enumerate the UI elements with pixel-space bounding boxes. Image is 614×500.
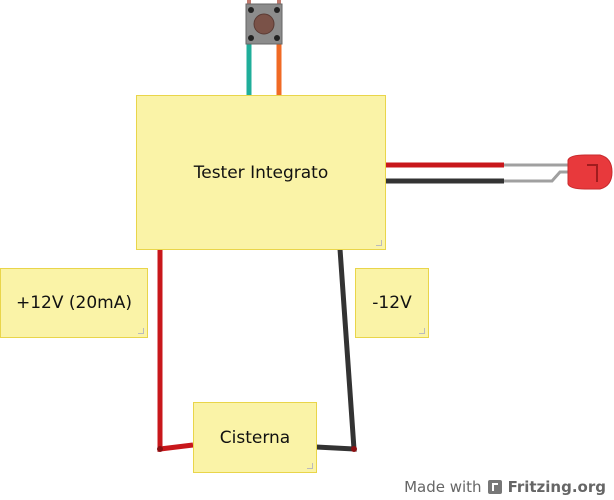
note-text: +12V (20mA) [16,293,132,313]
fritzing-logo-icon [487,480,502,494]
made-with-label: Made with [404,478,482,496]
note-text: Tester Integrato [193,162,329,183]
note-minus12v[interactable]: -12V [355,268,429,338]
pushbutton[interactable] [245,3,283,45]
wire-red-power[interactable] [157,249,194,452]
note-cisterna[interactable]: Cisterna [193,402,317,473]
fritzing-footer: Made with Fritzing.org [404,478,606,496]
note-plus12v[interactable]: +12V (20mA) [0,268,148,338]
led-red[interactable] [567,154,613,190]
fritzing-link[interactable]: Fritzing.org [507,478,606,496]
note-text: Cisterna [219,427,291,448]
note-tester-integrato[interactable]: Tester Integrato [136,95,386,250]
note-text: -12V [372,293,412,313]
wire-black-power[interactable] [315,248,357,452]
